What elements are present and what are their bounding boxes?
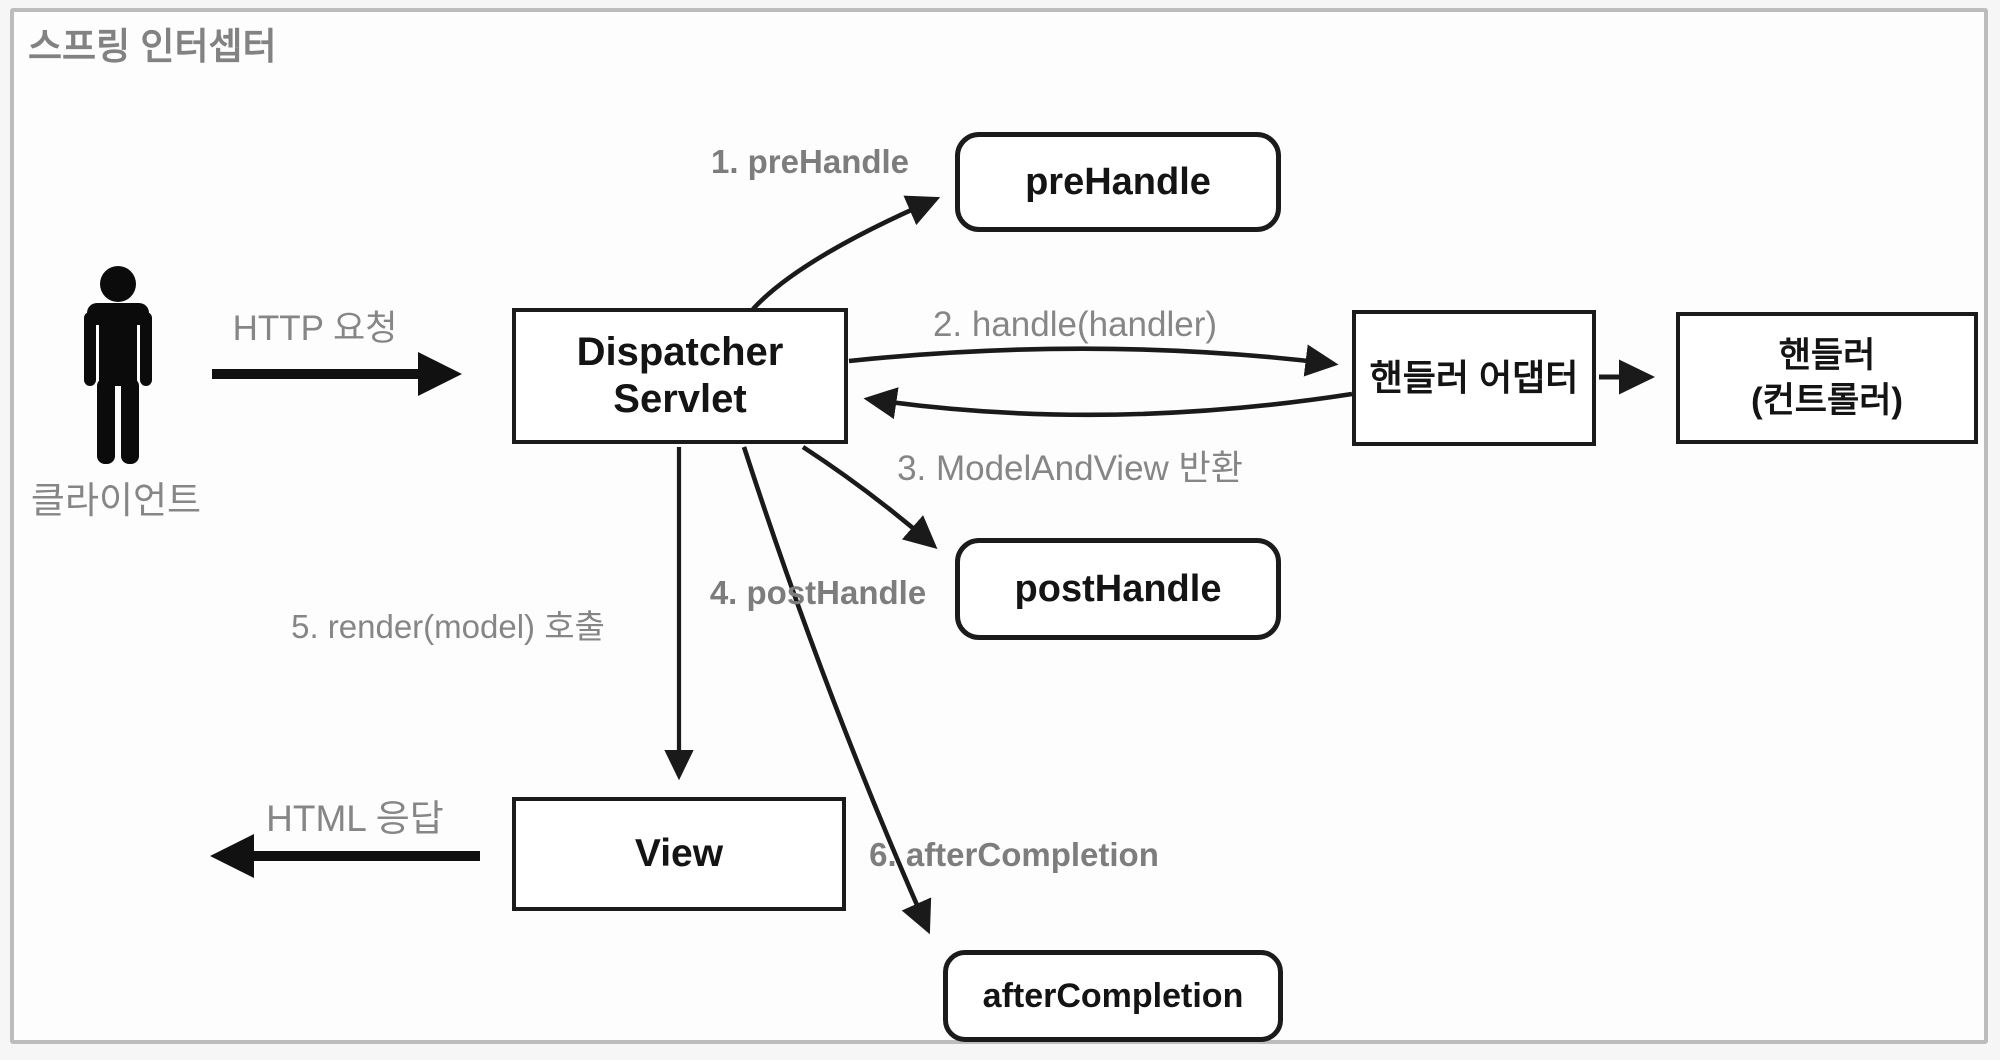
html-response-label: HTML 응답 (266, 798, 444, 839)
node-handler-adapter: 핸들러 어댑터 (1352, 310, 1596, 446)
diagram-title: 스프링 인터셉터 (28, 26, 277, 67)
node-aftercompletion: afterCompletion (943, 950, 1283, 1042)
client-label: 클라이언트 (30, 480, 202, 521)
handler-adapter-label: 핸들러 어댑터 (1369, 356, 1579, 398)
node-handler-controller: 핸들러 (컨트롤러) (1676, 312, 1978, 444)
aftercompletion-label: afterCompletion (982, 976, 1244, 1015)
node-view: View (512, 797, 846, 911)
step2-label: 2. handle(handler) (932, 305, 1218, 344)
step4-label: 4. postHandle (709, 574, 927, 611)
step6-label: 6. afterCompletion (869, 836, 1159, 873)
dispatcher-line1: Dispatcher (576, 329, 784, 374)
node-posthandle: postHandle (955, 538, 1281, 640)
handler-line2: (컨트롤러) (1750, 381, 1904, 420)
dispatcher-line2: Servlet (613, 377, 747, 421)
view-label: View (634, 831, 724, 875)
step1-label: 1. preHandle (710, 143, 910, 180)
http-request-label: HTTP 요청 (232, 309, 398, 348)
handler-line1: 핸들러 (1778, 335, 1876, 375)
node-prehandle: preHandle (955, 132, 1281, 232)
node-dispatcher-servlet: Dispatcher Servlet (512, 308, 848, 444)
posthandle-label: postHandle (1014, 567, 1222, 610)
step3-label: 3. ModelAndView 반환 (897, 449, 1243, 488)
prehandle-label: preHandle (1025, 160, 1211, 203)
step5-label: 5. render(model) 호출 (291, 608, 605, 645)
